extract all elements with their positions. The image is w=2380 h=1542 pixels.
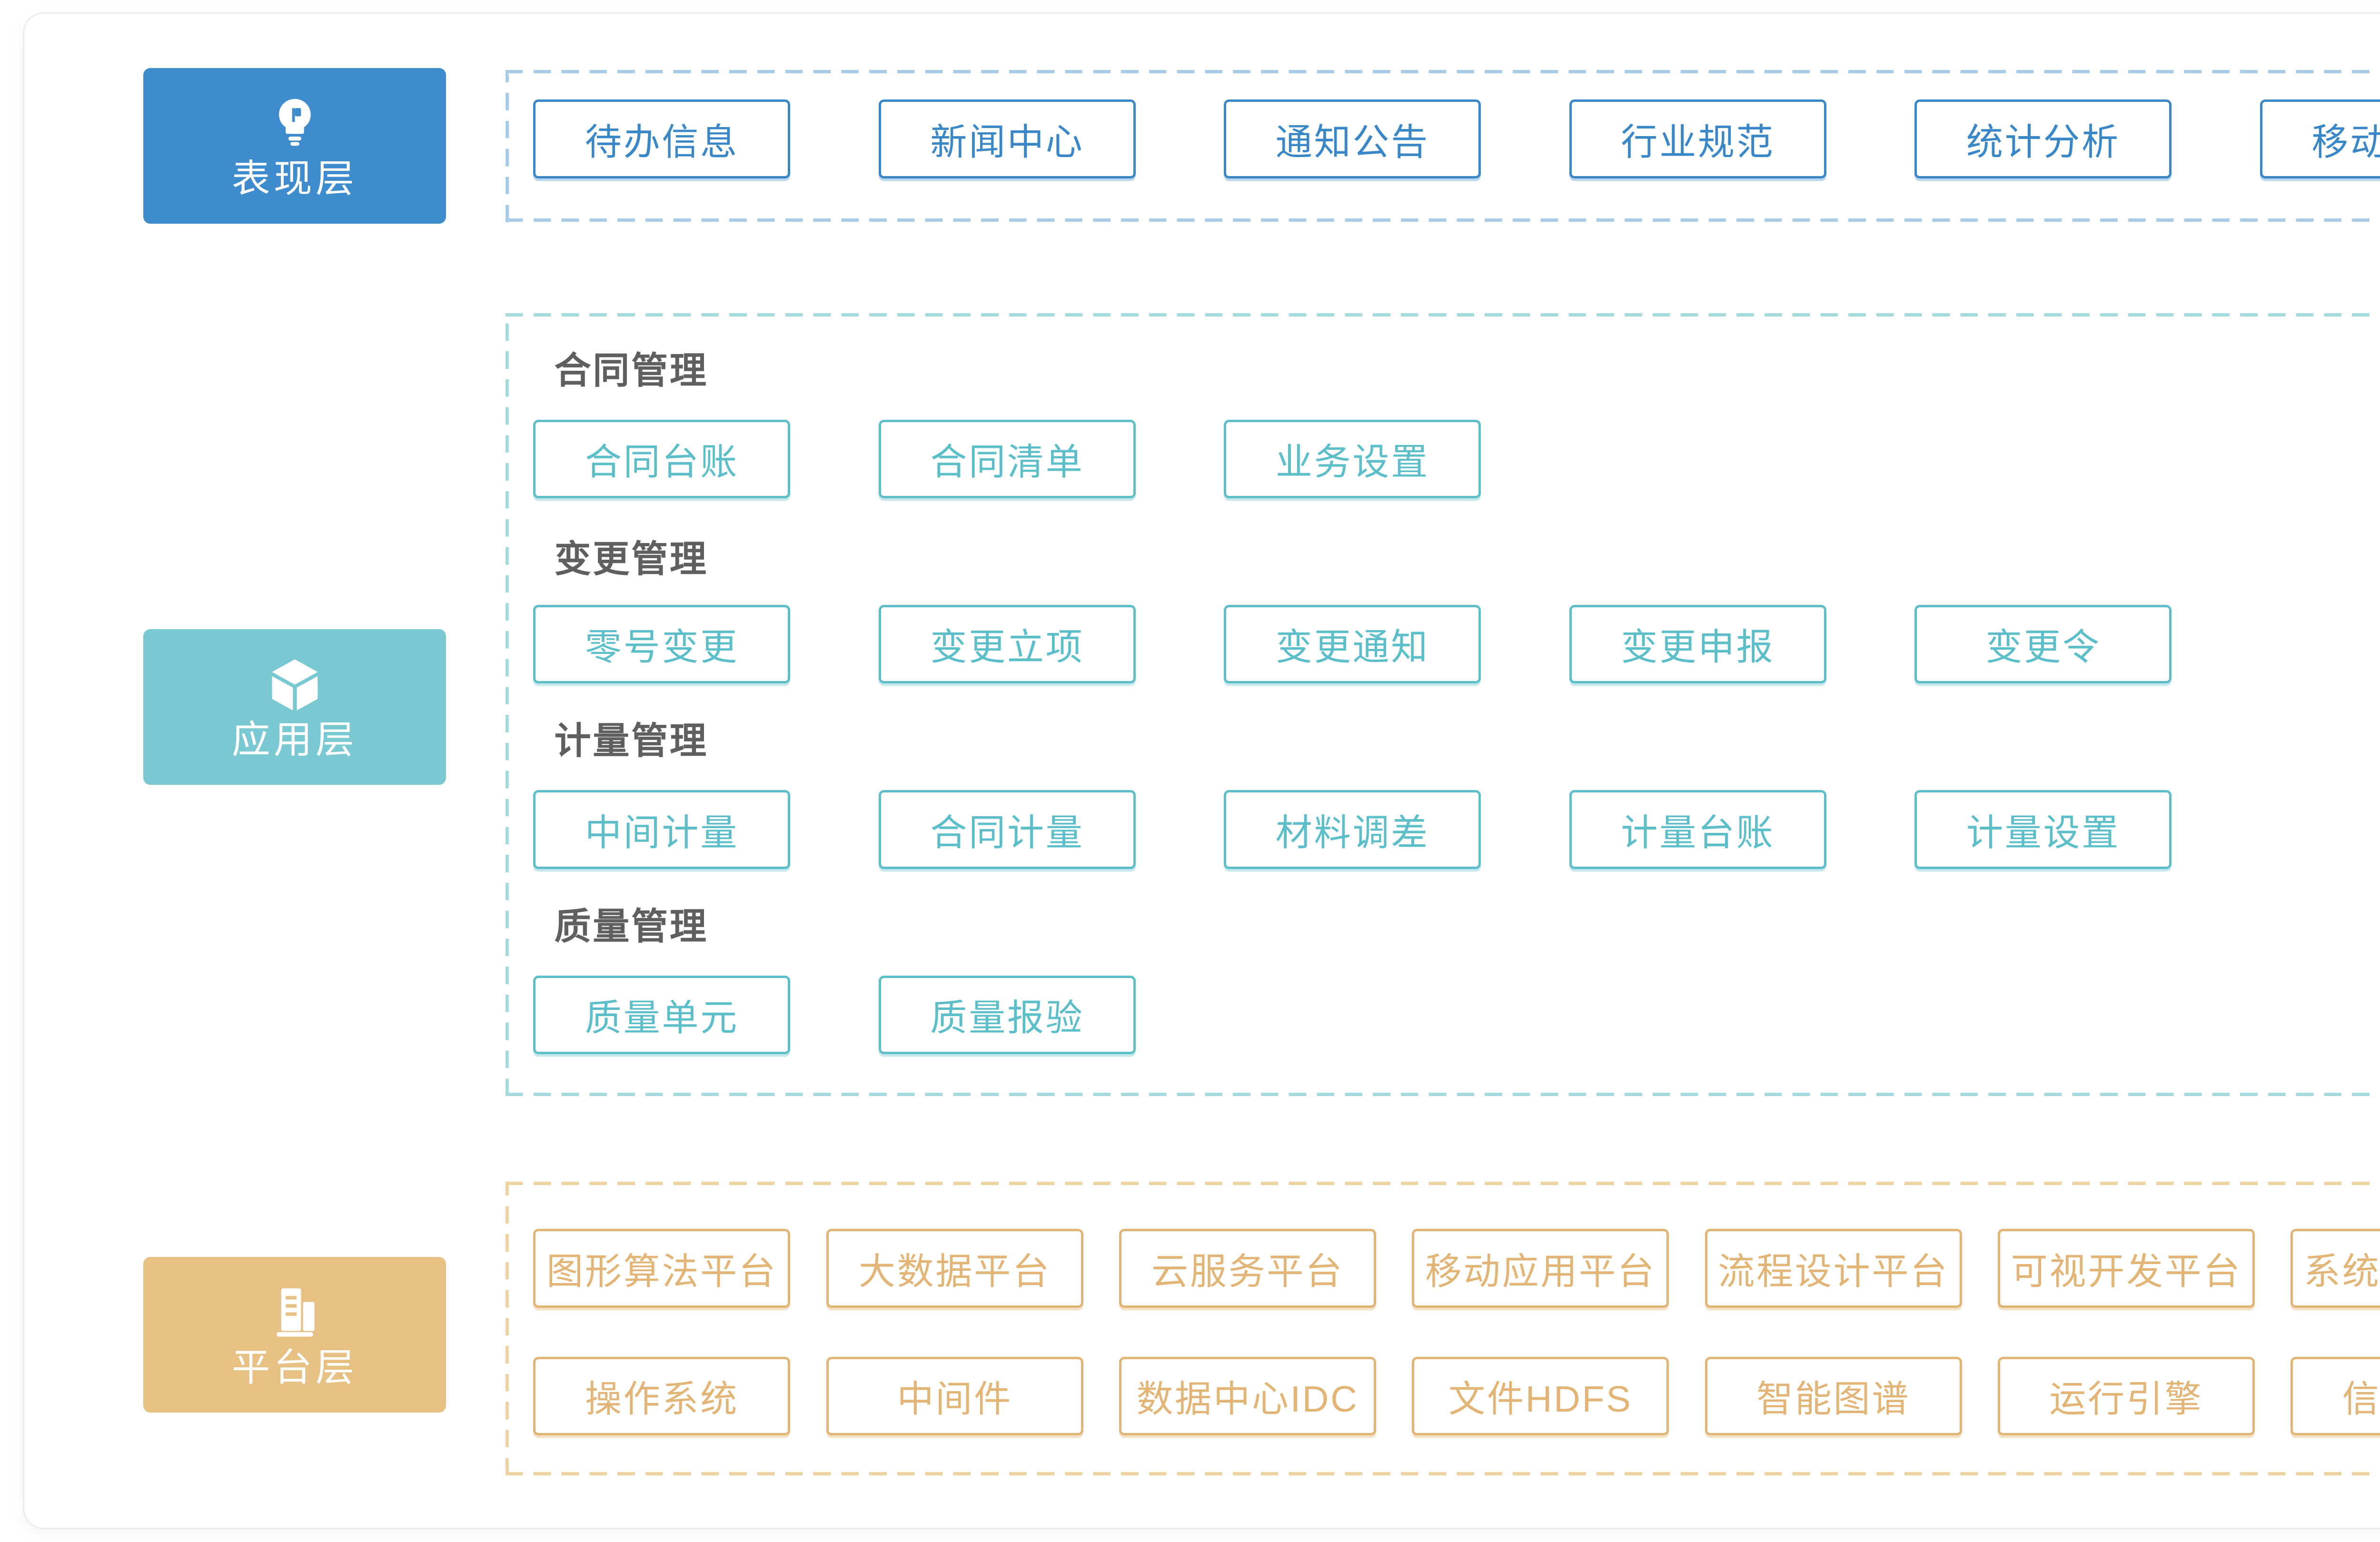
module-button[interactable]: 信息安全 — [2291, 1356, 2380, 1435]
module-button[interactable]: 计量设置 — [1914, 790, 2172, 869]
presentation-zone: 待办信息 新闻中心 通知公告 行业规范 统计分析 移动应用 — [505, 69, 2380, 222]
module-button[interactable]: 变更通知 — [1224, 605, 1481, 684]
module-button[interactable]: 行业规范 — [1569, 99, 1826, 178]
module-button[interactable]: 统计分析 — [1914, 99, 2172, 178]
presentation-module-row: 待办信息 新闻中心 通知公告 行业规范 统计分析 移动应用 — [533, 99, 2380, 178]
module-button[interactable]: 云服务平台 — [1119, 1229, 1376, 1308]
module-button[interactable]: 系统集成平台 — [2291, 1229, 2380, 1308]
module-button[interactable]: 智能图谱 — [1705, 1356, 1962, 1435]
group-label-contract: 合同管理 — [554, 350, 708, 391]
module-button[interactable]: 图形算法平台 — [533, 1229, 791, 1308]
change-module-row: 零号变更 变更立项 变更通知 变更申报 变更令 — [533, 605, 2172, 684]
buildings-icon — [265, 1282, 325, 1342]
module-button[interactable]: 文件HDFS — [1412, 1356, 1669, 1435]
cube-icon — [265, 655, 325, 714]
module-button[interactable]: 变更立项 — [878, 605, 1136, 684]
module-button[interactable]: 质量单元 — [533, 975, 791, 1055]
platform-module-row-1: 图形算法平台大数据平台云服务平台移动应用平台流程设计平台可视开发平台系统集成平台 — [533, 1229, 2380, 1308]
group-label-quality: 质量管理 — [554, 906, 708, 947]
module-button[interactable]: 新闻中心 — [878, 99, 1136, 178]
layer-title: 应用层 — [231, 719, 358, 762]
group-label-change: 变更管理 — [554, 539, 708, 580]
layer-box-application: 应用层 — [143, 629, 446, 785]
quality-module-row: 质量单元 质量报验 — [533, 975, 1136, 1055]
module-button[interactable]: 待办信息 — [533, 99, 791, 178]
module-button[interactable]: 变更申报 — [1569, 605, 1826, 684]
module-button[interactable]: 通知公告 — [1224, 99, 1481, 178]
layer-box-platform: 平台层 — [143, 1257, 446, 1413]
module-button[interactable]: 质量报验 — [878, 975, 1136, 1055]
module-button[interactable]: 大数据平台 — [826, 1229, 1083, 1308]
module-button[interactable]: 数据中心IDC — [1119, 1356, 1376, 1435]
module-button[interactable]: 操作系统 — [533, 1356, 791, 1435]
lightbulb-icon — [265, 94, 325, 153]
measure-module-row: 中间计量 合同计量 材料调差 计量台账 计量设置 — [533, 790, 2172, 869]
module-button[interactable]: 业务设置 — [1224, 419, 1481, 498]
module-button[interactable]: 移动应用 — [2260, 99, 2380, 178]
module-button[interactable]: 中间计量 — [533, 790, 791, 869]
module-button[interactable]: 可视开发平台 — [1997, 1229, 2255, 1308]
layer-title: 平台层 — [231, 1346, 358, 1390]
module-button[interactable]: 合同计量 — [878, 790, 1136, 869]
module-button[interactable]: 中间件 — [826, 1356, 1083, 1435]
module-button[interactable]: 合同台账 — [533, 419, 791, 498]
module-button[interactable]: 材料调差 — [1224, 790, 1481, 869]
group-label-measure: 计量管理 — [554, 721, 708, 762]
layer-box-presentation: 表现层 — [143, 68, 446, 224]
module-button[interactable]: 计量台账 — [1569, 790, 1826, 869]
module-button[interactable]: 移动应用平台 — [1412, 1229, 1669, 1308]
layer-title: 表现层 — [231, 158, 358, 201]
contract-module-row: 合同台账 合同清单 业务设置 — [533, 419, 1481, 498]
module-button[interactable]: 流程设计平台 — [1705, 1229, 1962, 1308]
module-button[interactable]: 变更令 — [1914, 605, 2172, 684]
module-button[interactable]: 合同清单 — [878, 419, 1136, 498]
platform-zone: 图形算法平台大数据平台云服务平台移动应用平台流程设计平台可视开发平台系统集成平台… — [505, 1182, 2380, 1476]
module-button[interactable]: 运行引擎 — [1997, 1356, 2255, 1435]
module-button[interactable]: 零号变更 — [533, 605, 791, 684]
application-zone: 合同管理 合同台账 合同清单 业务设置 变更管理 零号变更 变更立项 变更通知 变更申报 变… — [505, 313, 2380, 1097]
